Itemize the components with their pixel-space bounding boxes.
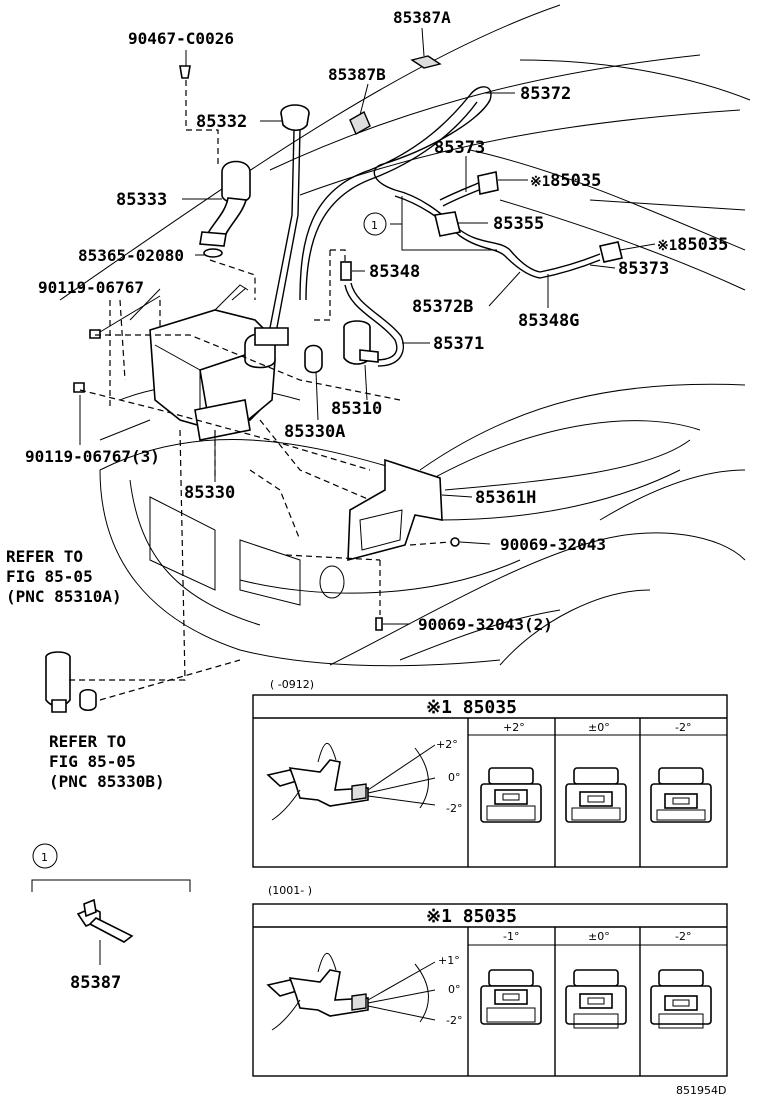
hose-clips [349, 55, 442, 135]
svg-text:(PNC 85310A): (PNC 85310A) [6, 587, 122, 606]
svg-text:FIG 85-05: FIG 85-05 [6, 567, 93, 586]
label-85348G: 85348G [518, 311, 579, 331]
leader-lines [79, 27, 656, 625]
filler-neck [199, 160, 251, 258]
label-90119-06767-3: 90119-06767(3) [25, 447, 160, 466]
label-85361H: 85361H [475, 488, 536, 508]
svg-text:REFER TO: REFER TO [6, 547, 83, 566]
label-85310: 85310 [331, 399, 382, 419]
label-85035-lower: ※185035 [657, 235, 728, 255]
table1-col-3: -2° [675, 721, 691, 734]
label-85372B: 85372B [412, 297, 473, 317]
table2-nozzle-icons [480, 969, 712, 1029]
table2-angle-2: 0° [448, 983, 461, 996]
table2-range: (1001- ) [268, 884, 312, 897]
washer-tank [149, 284, 276, 441]
label-90069-32043: 90069-32043 [500, 535, 606, 554]
label-85333: 85333 [116, 190, 167, 210]
part-labels: 90467-C0026 85387A 85387B 85372 85332 85… [25, 8, 728, 634]
table1-col-2: ±0° [588, 721, 610, 734]
table1-angle-3: -2° [446, 802, 462, 815]
label-90069-32043-2: 90069-32043(2) [418, 615, 553, 634]
table1-angle-1: +2° [436, 738, 458, 751]
table1-nozzle-icons [480, 767, 712, 823]
label-90119-06767: 90119-06767 [38, 278, 144, 297]
svg-text:(PNC 85330B): (PNC 85330B) [49, 772, 165, 791]
label-85332: 85332 [196, 112, 247, 132]
label-90467-C0026: 90467-C0026 [128, 29, 234, 48]
label-85373-lower: 85373 [618, 259, 669, 279]
label-85371: 85371 [433, 334, 484, 354]
washer-cap [254, 104, 310, 346]
refer-note-85310A: REFER TO FIG 85-05 (PNC 85310A) [6, 547, 122, 606]
label-85372: 85372 [520, 84, 571, 104]
label-85330A: 85330A [284, 422, 345, 442]
label-85373-upper: 85373 [434, 138, 485, 158]
svg-text:FIG 85-05: FIG 85-05 [49, 752, 136, 771]
table1-col-1: +2° [503, 721, 525, 734]
table2-angle-3: -2° [446, 1014, 462, 1027]
nozzle-table-2: (1001- ) ※1 85035 -1° ±0° -2° +1° 0° -2° [252, 884, 728, 1077]
detail-85387: 1 85387 [31, 843, 191, 993]
table1-angle-2: 0° [448, 771, 461, 784]
table2-angle-1: +1° [438, 954, 460, 967]
svg-text:REFER TO: REFER TO [49, 732, 126, 751]
label-85330: 85330 [184, 483, 235, 503]
washer-hoses [299, 86, 623, 367]
label-85365-02080: 85365-02080 [78, 246, 184, 265]
label-85387: 85387 [70, 973, 121, 993]
label-85035-upper: ※185035 [530, 171, 601, 191]
circle-marker-detail: 1 [41, 851, 48, 864]
nozzle-table-1: ( -0912) ※1 85035 +2° ±0° -2° +2° 0° -2° [252, 678, 728, 868]
table1-title: ※1 85035 [426, 697, 517, 718]
washer-pump [304, 320, 379, 374]
bolts [73, 65, 191, 393]
circle-marker-main: 1 [363, 212, 387, 236]
asterisk-mark: ※1 [530, 174, 550, 190]
refer-note-85330B: REFER TO FIG 85-05 (PNC 85330B) [49, 732, 165, 791]
label-85387B: 85387B [328, 65, 386, 84]
table1-range: ( -0912) [270, 678, 314, 691]
label-85355: 85355 [493, 214, 544, 234]
svg-text:1: 1 [371, 219, 378, 232]
table2-title: ※1 85035 [426, 906, 517, 927]
referenced-parts [45, 651, 97, 713]
diagram-code: 851954D [676, 1084, 726, 1097]
bracket [347, 458, 460, 631]
table2-col-2: ±0° [588, 930, 610, 943]
guide-lines [65, 80, 451, 701]
table2-col-1: -1° [503, 930, 519, 943]
table2-col-3: -2° [675, 930, 691, 943]
label-85387A: 85387A [393, 8, 451, 27]
label-85348: 85348 [369, 262, 420, 282]
